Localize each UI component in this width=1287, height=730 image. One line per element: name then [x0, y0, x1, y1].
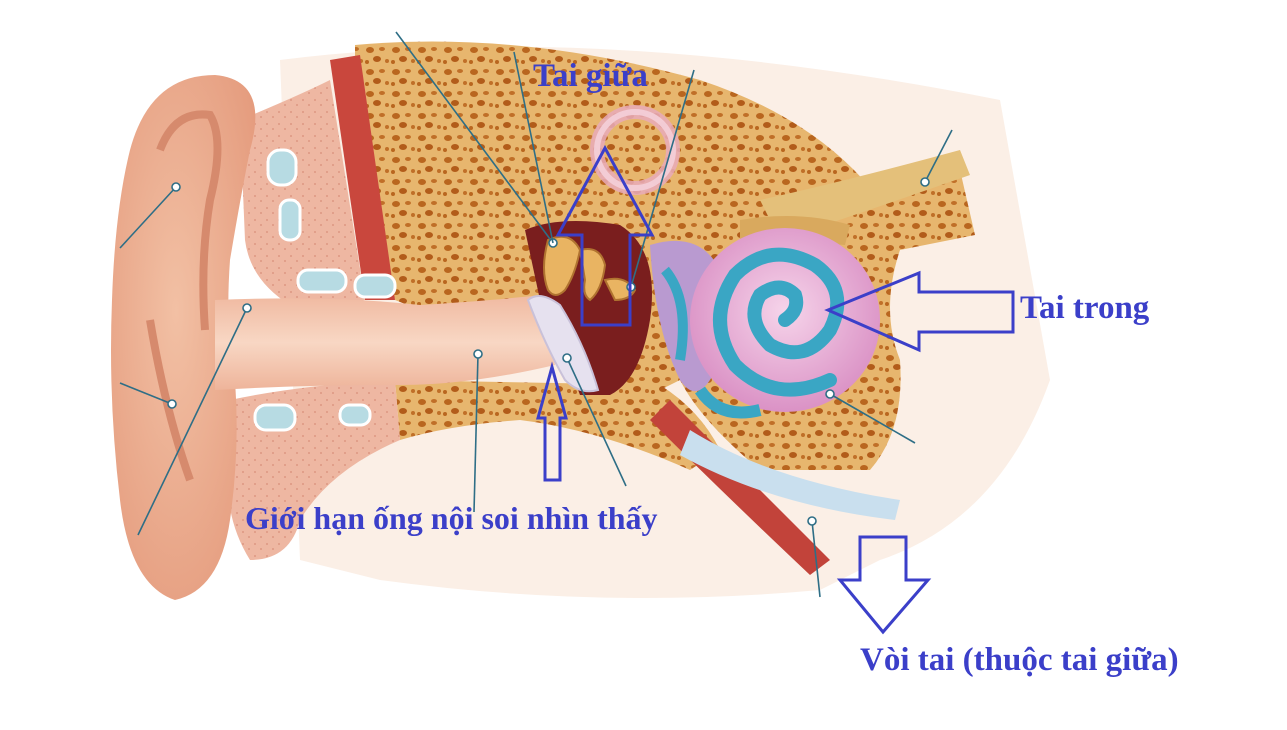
- tympanic-membrane: [526, 295, 600, 393]
- leader-lines: [119, 31, 953, 598]
- skin-tissue-upper: [240, 80, 365, 307]
- eustachian-tube: [680, 430, 900, 520]
- label-gioi-han-ong-noi-soi: Giới hạn ống nội soi nhìn thấy: [245, 500, 658, 536]
- ossicle-incus: [578, 248, 607, 302]
- label-voi-tai: Vòi tai (thuộc tai giữa): [860, 642, 1179, 678]
- ossicle-malleus: [543, 235, 582, 296]
- up-arrow-endoscope: [536, 361, 568, 482]
- up-arrow-middle-ear: [555, 144, 655, 327]
- auricle: [111, 75, 256, 600]
- label-tai-giua: Tai giữa: [533, 58, 648, 94]
- label-tai-trong: Tai trong: [1020, 290, 1150, 326]
- down-arrow-eustachian-tube: [836, 535, 932, 635]
- ear-canal: [215, 295, 555, 390]
- left-arrow-inner-ear: [824, 270, 1015, 353]
- muscle-band: [330, 55, 395, 300]
